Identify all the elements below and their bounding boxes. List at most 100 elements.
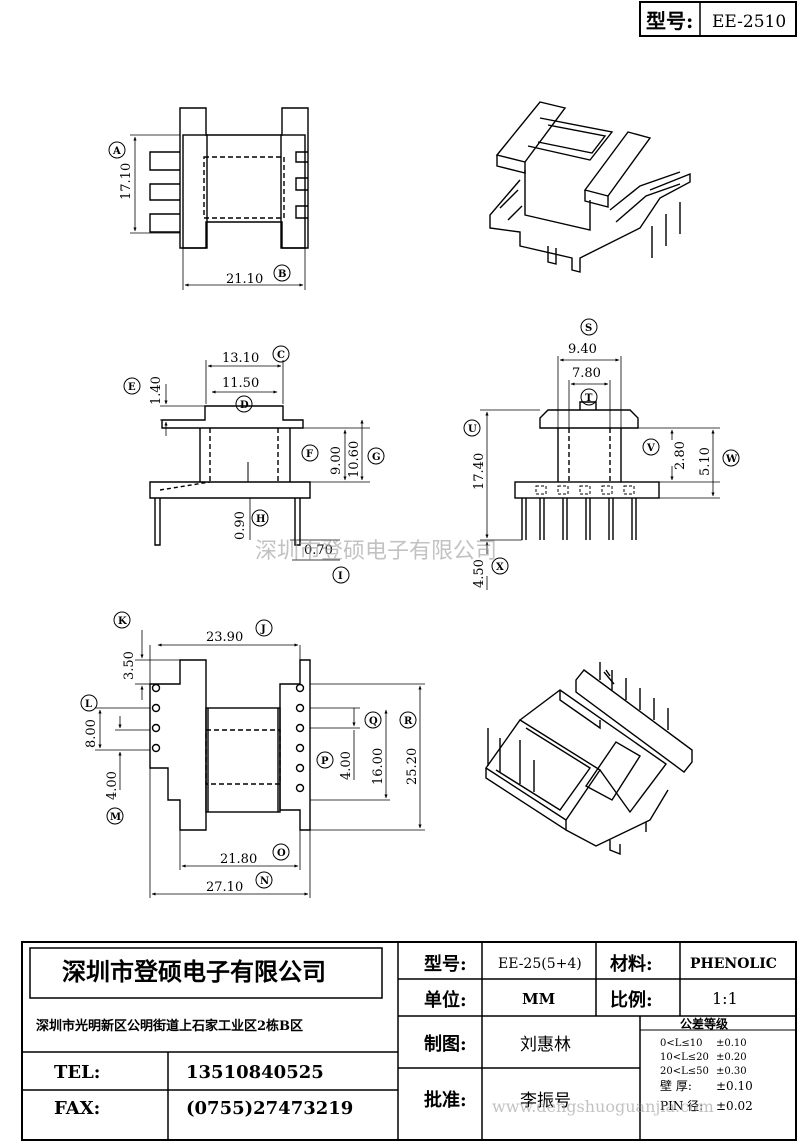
tag-j: J: [255, 619, 273, 637]
dim-5-10: 5.10: [698, 447, 713, 476]
dim-2-80: 2.80: [673, 441, 688, 470]
tag-u: U: [463, 419, 481, 437]
tag-w: W: [722, 449, 740, 467]
tolerance-row-4-value: ±0.10: [716, 1079, 753, 1093]
tag-t: T: [580, 388, 598, 406]
dim-16-00: 16.00: [371, 748, 386, 785]
tolerance-table: 0<L≤10 ±0.10 10<L≤20 ±0.20 20<L≤50 ±0.30…: [660, 1038, 753, 1113]
material-label: 材料:: [610, 953, 653, 975]
svg-text:P: P: [321, 756, 329, 767]
svg-text:R: R: [404, 716, 413, 727]
dim-11-50: 11.50: [222, 376, 259, 391]
dim-7-80: 7.80: [572, 366, 601, 381]
company-name: 深圳市登硕电子有限公司: [62, 957, 326, 986]
top-view: [130, 107, 309, 290]
dim-4-00-p: 4.00: [339, 751, 354, 780]
model-value: EE-25(5+4): [498, 956, 582, 972]
bottom-view: [95, 630, 425, 898]
tag-q: Q: [364, 711, 382, 729]
tolerance-row-1-value: ±0.10: [716, 1038, 747, 1049]
tag-s: S: [580, 318, 598, 336]
svg-text:I: I: [338, 571, 343, 582]
footer-watermark: www.dengshuoguanjia.com: [492, 1097, 714, 1116]
tag-c: C: [272, 345, 290, 363]
tag-x: X: [491, 557, 509, 575]
svg-text:C: C: [277, 350, 285, 361]
tag-e: E: [123, 377, 141, 395]
tolerance-row-5-value: ±0.02: [716, 1099, 753, 1113]
fax-value: (0755)27473219: [186, 1098, 353, 1119]
title-block: [21, 941, 797, 1141]
svg-text:N: N: [260, 876, 269, 887]
tag-i: I: [332, 566, 350, 584]
tel-value: 13510840525: [186, 1062, 324, 1083]
svg-text:B: B: [278, 269, 286, 280]
svg-text:H: H: [256, 514, 265, 525]
dim-4-00-m: 4.00: [105, 771, 120, 800]
fax-label: FAX:: [54, 1098, 100, 1119]
dim-0-70: 0.70: [304, 543, 333, 558]
unit-value: MM: [522, 990, 555, 1008]
tolerance-row-5-range: PIN 径:: [660, 1099, 703, 1113]
tag-h: H: [251, 509, 269, 527]
tag-l: L: [80, 694, 98, 712]
dim-8-00: 8.00: [84, 719, 99, 748]
svg-text:U: U: [468, 424, 477, 435]
dim-27-10: 27.10: [206, 880, 243, 895]
dim-1-40: 1.40: [149, 376, 164, 405]
svg-text:D: D: [240, 400, 249, 411]
tolerance-row-2-value: ±0.20: [716, 1052, 747, 1063]
tag-b: B: [273, 264, 291, 282]
tolerance-row-4-range: 壁 厚:: [660, 1078, 692, 1093]
svg-text:A: A: [112, 146, 121, 157]
svg-text:T: T: [585, 393, 593, 404]
tolerance-row-2-range: 10<L≤20: [660, 1052, 709, 1063]
tolerance-title: 公差等级: [680, 1016, 728, 1031]
tag-a: A: [108, 141, 126, 159]
tolerance-row-1-range: 0<L≤10: [660, 1038, 703, 1049]
dim-21-10: 21.10: [226, 272, 263, 287]
dim-21-80: 21.80: [220, 852, 257, 867]
company-address: 深圳市光明新区公明街道上石家工业区2栋B区: [36, 1018, 303, 1034]
svg-text:E: E: [128, 382, 136, 393]
dim-10-60: 10.60: [347, 441, 362, 478]
side-view: [480, 356, 720, 590]
dim-9-00: 9.00: [329, 446, 344, 475]
header-model-value: EE-2510: [712, 12, 786, 32]
tolerance-row-3-value: ±0.30: [716, 1066, 747, 1077]
drawn-label: 制图:: [424, 1034, 467, 1055]
svg-text:W: W: [725, 454, 738, 465]
dim-23-90: 23.90: [206, 630, 243, 645]
tag-f: F: [301, 444, 319, 462]
dim-17-40: 17.40: [472, 453, 487, 490]
dim-0-90: 0.90: [233, 511, 248, 540]
iso-view-bottom: [485, 662, 693, 856]
approved-label: 批准:: [424, 1089, 467, 1111]
tag-r: R: [399, 711, 417, 729]
header-model-label: 型号:: [646, 9, 693, 33]
unit-label: 单位:: [424, 989, 467, 1011]
tag-d: D: [235, 395, 253, 413]
tag-v: V: [642, 438, 660, 456]
iso-view-top: [489, 101, 691, 273]
dim-13-10: 13.10: [222, 351, 259, 366]
scale-value: 1:1: [712, 989, 738, 1008]
model-label: 型号:: [424, 953, 467, 975]
tag-p: P: [316, 751, 334, 769]
dim-4-50: 4.50: [472, 559, 487, 588]
tag-m: M: [106, 807, 124, 825]
dim-9-40: 9.40: [568, 342, 597, 357]
tag-k: K: [113, 611, 131, 629]
dim-25-20: 25.20: [405, 748, 420, 785]
front-view: [149, 360, 370, 561]
svg-text:M: M: [110, 812, 121, 823]
scale-label: 比例:: [610, 989, 653, 1011]
tag-g: G: [367, 447, 385, 465]
material-value: PHENOLIC: [690, 956, 777, 972]
svg-text:X: X: [496, 562, 504, 573]
approved-value: 李振号: [520, 1091, 571, 1111]
tag-n: N: [255, 871, 273, 889]
tolerance-row-3-range: 20<L≤50: [660, 1066, 709, 1077]
drawn-value: 刘惠林: [520, 1035, 571, 1055]
